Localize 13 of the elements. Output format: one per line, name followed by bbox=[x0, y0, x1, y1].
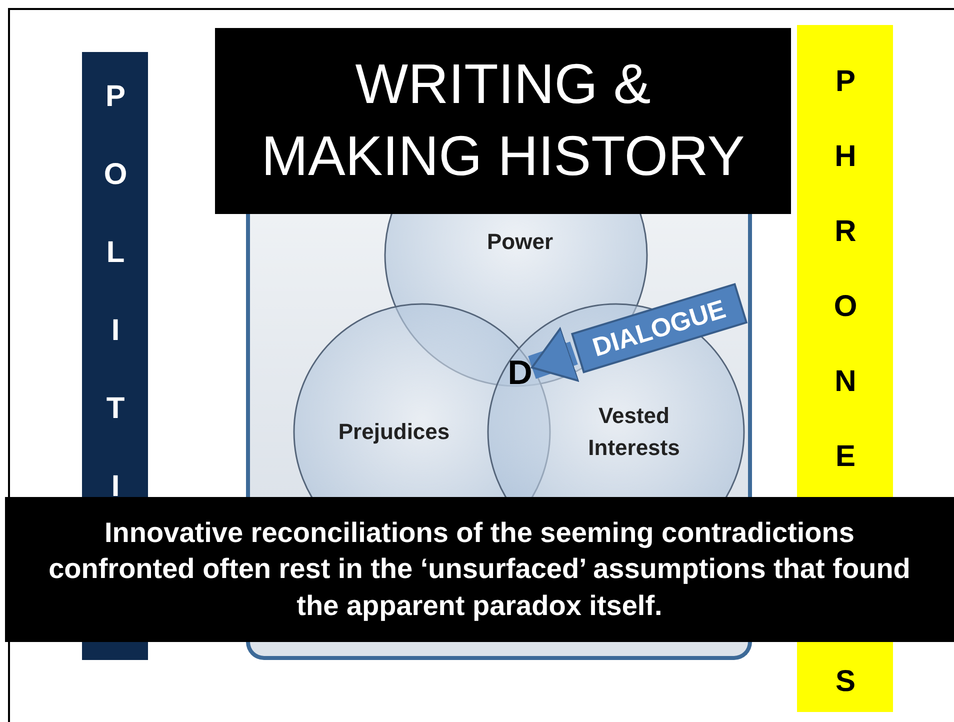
banner-letters: PHRONE bbox=[830, 65, 860, 515]
vertical-banner bbox=[797, 642, 893, 712]
circle-label: Power bbox=[480, 229, 560, 255]
circle-label: Prejudices bbox=[329, 419, 459, 445]
vertical-banner bbox=[82, 52, 148, 497]
banner-letters: S bbox=[830, 665, 860, 698]
caption-text: Innovative reconciliations of the seeming contradictions confronted often rest in the ‘unsurfaced’ assumptions that found the apparent paradox itself. bbox=[48, 516, 912, 623]
circle-label: Vested Interests bbox=[579, 400, 689, 464]
arrow bbox=[528, 326, 580, 382]
vertical-banner bbox=[797, 25, 893, 497]
title-banner: WRITING & MAKING HISTORY bbox=[215, 28, 791, 214]
center-letter: D bbox=[504, 354, 536, 392]
caption-band bbox=[5, 497, 954, 642]
